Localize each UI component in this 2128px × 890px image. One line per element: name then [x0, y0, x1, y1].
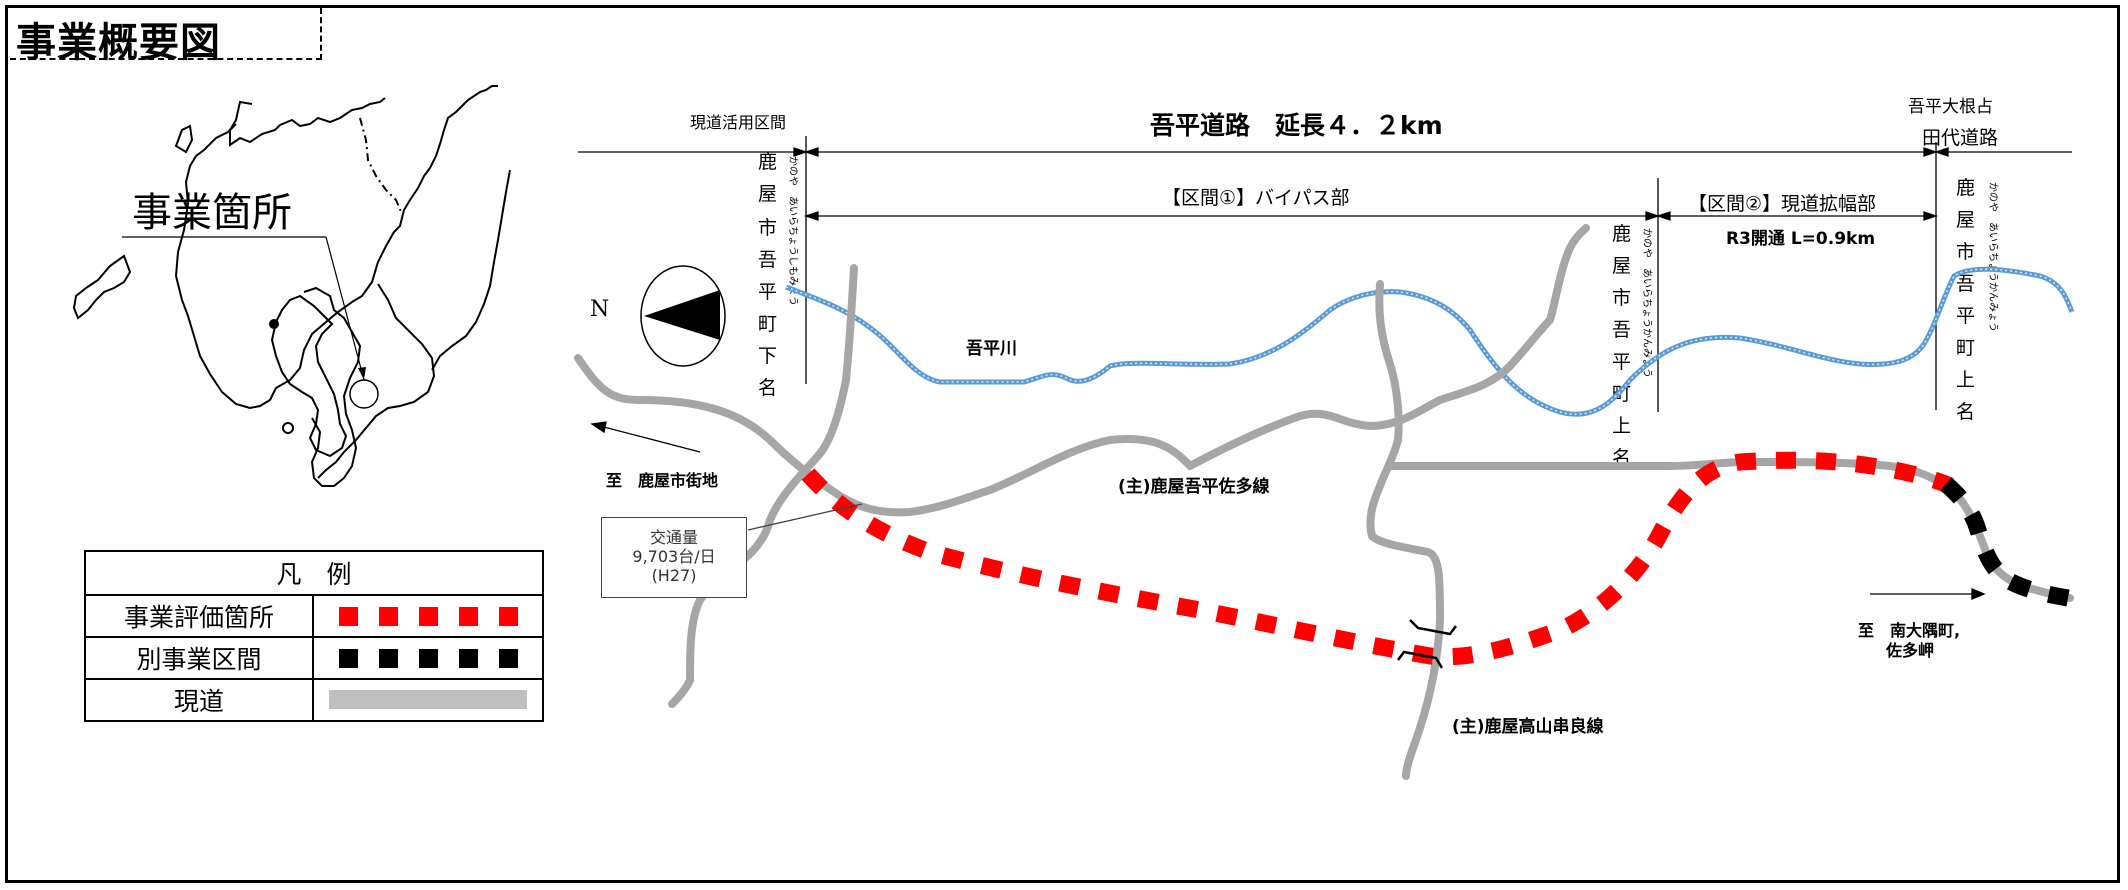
place-char: 吾 — [1612, 319, 1631, 341]
place-shimomyo: 鹿 屋 市 吾 平 町 下 名 かのや あいらちょうしもみょう — [758, 151, 799, 399]
legend-symbol-other — [312, 636, 544, 680]
arrow-s1-right — [1645, 211, 1661, 221]
locator-east-coast — [431, 169, 511, 371]
legend-symbol-project — [312, 594, 544, 638]
locator-map — [72, 85, 511, 487]
section-lines — [578, 136, 2072, 412]
north-label: N — [590, 297, 609, 322]
legend-symbol-existing — [312, 678, 544, 722]
place-char: 名 — [758, 377, 777, 399]
road-main-west — [574, 224, 1590, 517]
bridge-marker — [1397, 619, 1457, 669]
map-frame — [5, 5, 2120, 883]
existing-roads — [574, 224, 2074, 780]
traffic-year: (H27) — [651, 566, 697, 585]
place-char: 鹿 — [1956, 177, 1975, 199]
traffic-value: 9,703台/日 — [632, 547, 716, 566]
place-reading: かのや あいらちょうかんみょう — [1641, 228, 1653, 378]
place-char: 市 — [1956, 241, 1975, 263]
place-reading: かのや あいらちょうかんみょう — [1987, 182, 1999, 332]
arrow-to-left-line — [599, 425, 701, 453]
place-char: 上 — [1612, 415, 1631, 437]
to-right-label-2: 佐多岬 — [1885, 641, 1934, 660]
place-kanmyo-right: 鹿 屋 市 吾 平 町 上 名 かのや あいらちょうかんみょう — [1956, 177, 1999, 423]
arrow-s2-right — [1923, 211, 1939, 221]
river-label: 吾平川 — [966, 339, 1017, 359]
arrow-right-road — [1933, 147, 1949, 157]
traffic-leader — [747, 503, 863, 531]
place-char: 市 — [1612, 287, 1631, 309]
locator-koshiki — [72, 254, 132, 320]
locator-osumi-east — [317, 283, 436, 479]
place-char: 市 — [758, 217, 777, 239]
direction-arrows — [590, 421, 1986, 600]
route-sata-label: (主)鹿屋吾平佐多線 — [1118, 476, 1270, 497]
north-arrow — [640, 265, 726, 367]
north-arrow-pointer — [644, 290, 720, 340]
arrow-to-left-head — [590, 421, 607, 434]
total-length-label: 吾平道路 延長４．２km — [1150, 111, 1443, 140]
to-right-label-1: 至 南大隅町, — [1858, 621, 1960, 640]
locator-label: 事業箇所 — [132, 190, 292, 236]
arrow-total-left — [803, 147, 819, 157]
river-texture — [785, 268, 2073, 415]
place-char: 平 — [758, 281, 777, 303]
locator-leader-arrowhead — [358, 367, 366, 380]
place-reading: かのや あいらちょうしもみょう — [787, 156, 799, 306]
legend-title: 凡 例 — [84, 550, 544, 596]
current-use-label: 現道活用区間 — [690, 113, 786, 132]
locator-coast-east — [229, 97, 386, 147]
place-char: 上 — [1956, 369, 1975, 391]
locator-city-circle — [282, 422, 294, 434]
section2-label: 【区間②】現道拡幅部 — [1688, 193, 1876, 215]
locator-coast-kyushu-west — [174, 85, 498, 410]
legend-label-existing: 現道 — [84, 678, 314, 722]
right-top-label: 吾平大根占 — [1908, 97, 1993, 117]
place-char: 吾 — [758, 249, 777, 271]
place-kanmyo-center: 鹿 屋 市 吾 平 町 上 名 かのや あいらちょうかんみょう — [1612, 223, 1653, 469]
right-road-label: 田代道路 — [1922, 127, 1998, 149]
locator-leader-arrow — [325, 236, 365, 381]
place-char: 下 — [758, 345, 777, 367]
place-char: 鹿 — [758, 151, 777, 173]
place-char: 平 — [1612, 351, 1631, 373]
locator-north-coast — [359, 117, 403, 215]
other-project-route-black — [1940, 477, 2070, 607]
legend-table: 凡 例 事業評価箇所 別事業区間 現道 — [84, 550, 544, 722]
arrow-current-left — [793, 147, 809, 157]
locator-project-circle — [349, 379, 379, 409]
traffic-volume-box: 交通量 9,703台/日 (H27) — [601, 517, 747, 598]
road-east-main — [1386, 458, 2074, 602]
place-char: 鹿 — [1612, 223, 1631, 245]
project-route-red — [801, 451, 1954, 666]
title-box: 事業概要図 — [10, 8, 322, 66]
legend-label-project: 事業評価箇所 — [84, 594, 314, 638]
place-char: 町 — [758, 313, 777, 335]
place-char: 平 — [1956, 305, 1975, 327]
place-char: 屋 — [1956, 209, 1975, 231]
locator-osumi — [303, 286, 362, 487]
arrow-s1-left — [803, 211, 819, 221]
place-char: 名 — [1956, 401, 1975, 423]
arrow-to-right-head — [1971, 588, 1986, 600]
arrow-total-right — [1923, 147, 1939, 157]
route-kushira-label: (主)鹿屋高山串良線 — [1452, 716, 1604, 737]
arrow-s2-left — [1655, 211, 1671, 221]
place-char: 吾 — [1956, 273, 1975, 295]
legend-label-other: 別事業区間 — [84, 636, 314, 680]
page-title: 事業概要図 — [16, 20, 221, 66]
place-char: 町 — [1956, 337, 1975, 359]
to-left-label: 至 鹿屋市街地 — [606, 471, 718, 490]
locator-bay-kagoshima — [270, 294, 348, 458]
place-char: 屋 — [1612, 255, 1631, 277]
traffic-title: 交通量 — [649, 528, 698, 547]
section2-note: R3開通 L=0.9km — [1726, 229, 1875, 249]
road-center-ns — [1366, 280, 1444, 780]
locator-coast-west — [174, 124, 194, 154]
locator-city-dot — [269, 319, 279, 329]
section1-label: 【区間①】バイパス部 — [1162, 187, 1350, 209]
place-char: 屋 — [758, 183, 777, 205]
road-north-south-west — [668, 264, 858, 708]
